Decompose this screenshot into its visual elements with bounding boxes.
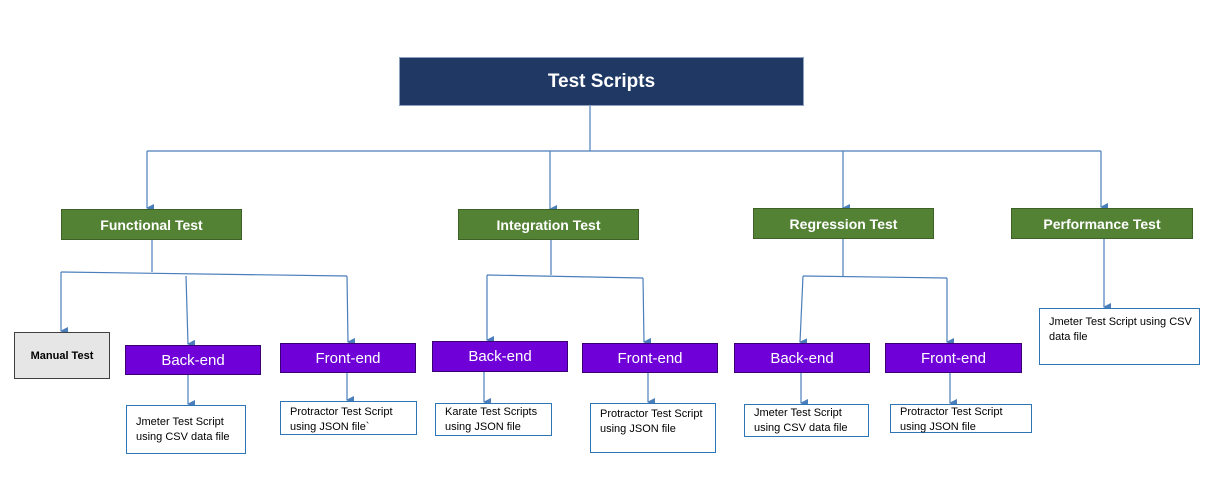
regression-backend-note: Jmeter Test Script using CSV data file: [744, 404, 869, 437]
test-scripts-label: Test Scripts: [547, 70, 656, 92]
test-scripts-root: Test Scripts: [399, 57, 804, 106]
integration-frontend-note-text: Protractor Test Script using JSON file: [600, 408, 706, 435]
manual-test-node: Manual Test: [14, 332, 110, 379]
regression-backend-note-text: Jmeter Test Script using CSV data file: [754, 407, 848, 434]
functional-frontend-note-text: Protractor Test Script using JSON file`: [290, 406, 396, 433]
integration-frontend-label: Front-end: [617, 349, 683, 367]
functional-backend-label: Back-end: [161, 351, 225, 369]
arrow-to-integration-frontend: [642, 277, 652, 346]
connector-regression-bus: [802, 275, 948, 279]
connector-functional-bus: [60, 271, 348, 277]
functional-test-label: Functional Test: [100, 216, 203, 233]
regression-backend-node: Back-end: [734, 343, 870, 373]
integration-backend-note-text: Karate Test Scripts using JSON file: [445, 406, 541, 433]
integration-frontend-node: Front-end: [582, 343, 718, 373]
functional-backend-note: Jmeter Test Script using CSV data file: [126, 405, 246, 454]
performance-note-text: Jmeter Test Script using CSV data file: [1049, 316, 1195, 343]
connector-integration-bus: [486, 274, 644, 279]
functional-backend-note-text: Jmeter Test Script using CSV data file: [136, 416, 230, 443]
performance-test-label: Performance Test: [1043, 215, 1161, 232]
integration-test-label: Integration Test: [496, 216, 601, 233]
functional-test-node: Functional Test: [61, 209, 242, 240]
functional-frontend-label: Front-end: [315, 349, 381, 367]
functional-frontend-node: Front-end: [280, 343, 416, 373]
regression-test-label: Regression Test: [789, 215, 898, 232]
manual-test-label: Manual Test: [30, 349, 94, 362]
integration-backend-note: Karate Test Scripts using JSON file: [435, 403, 552, 436]
integration-backend-node: Back-end: [432, 341, 568, 372]
arrow-to-functional-backend: [185, 275, 196, 348]
regression-frontend-label: Front-end: [920, 349, 987, 367]
regression-test-node: Regression Test: [753, 208, 934, 239]
regression-backend-label: Back-end: [770, 349, 834, 367]
integration-backend-label: Back-end: [468, 348, 532, 365]
regression-frontend-node: Front-end: [885, 343, 1022, 373]
integration-frontend-note: Protractor Test Script using JSON file: [590, 403, 716, 453]
performance-test-node: Performance Test: [1011, 208, 1193, 239]
performance-note: Jmeter Test Script using CSV data file: [1039, 308, 1200, 365]
regression-frontend-note: Protractor Test Script using JSON file: [890, 404, 1032, 433]
regression-frontend-note-text: Protractor Test Script using JSON file: [900, 406, 1006, 433]
arrow-to-functional-frontend: [346, 275, 356, 346]
arrow-to-regression-backend: [799, 275, 808, 347]
functional-backend-node: Back-end: [125, 345, 261, 375]
integration-test-node: Integration Test: [458, 209, 639, 240]
functional-frontend-note: Protractor Test Script using JSON file`: [280, 401, 417, 435]
